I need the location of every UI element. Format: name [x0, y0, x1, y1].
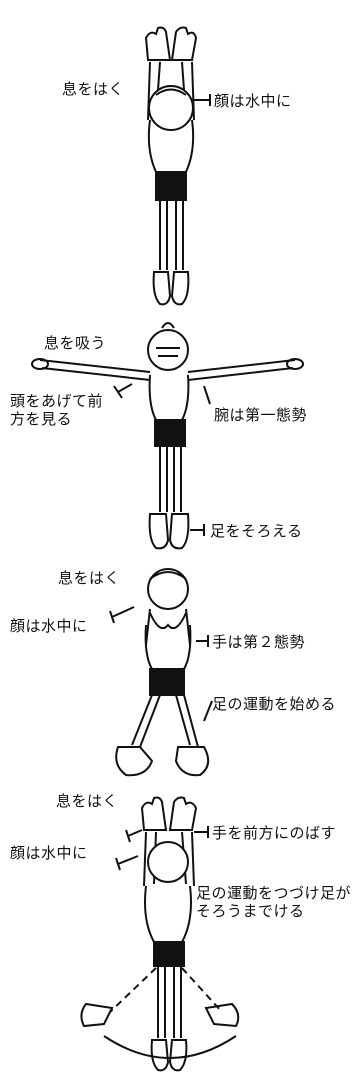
head — [147, 329, 189, 371]
panel-2: 息を吸う 頭をあげて前方を見る 腕は第一態勢 足をそろえる — [0, 320, 360, 565]
arms-label-2: 腕は第一態勢 — [214, 406, 308, 424]
left-arm — [39, 359, 151, 381]
breath-label-1: 息をはく — [62, 80, 125, 98]
left-hand — [140, 796, 168, 831]
shorts — [149, 668, 185, 696]
right-foot — [170, 271, 190, 306]
swimmer-figure-1 — [144, 26, 211, 306]
head — [147, 568, 189, 610]
breath-label-4: 息をはく — [56, 792, 119, 810]
swimmer-figure-4 — [80, 796, 240, 1072]
torso — [144, 624, 192, 670]
breath-label-3: 息をはく — [58, 569, 121, 587]
legs-label-4: 足の運動をつづけ足がそろうまでける — [196, 884, 352, 920]
head — [148, 85, 194, 131]
right-foot — [168, 1039, 188, 1072]
head — [147, 841, 189, 883]
face-label-3: 顔は水中に — [10, 617, 88, 635]
right-hand — [170, 26, 198, 61]
right-arm — [187, 359, 296, 381]
left-foot — [150, 1039, 170, 1072]
left-foot — [152, 271, 172, 306]
swimmer-figure-3 — [109, 568, 213, 777]
left-foot — [148, 513, 170, 550]
left-foot — [115, 746, 154, 777]
face-label-4: 顔は水中に — [10, 844, 88, 862]
breath-label-2: 息を吸う — [44, 334, 107, 352]
right-foot — [168, 513, 190, 550]
hands-label-4: 手を前方にのばす — [212, 824, 337, 842]
torso — [148, 374, 190, 421]
face-label-1: 顔は水中に — [214, 92, 292, 110]
head-label-2: 頭をあげて前方を見る — [10, 392, 104, 428]
shorts — [154, 419, 186, 447]
feet-label-2: 足をそろえる — [210, 522, 303, 540]
hands-label-3: 手は第２態勢 — [212, 633, 306, 651]
shorts — [153, 941, 185, 967]
torso — [144, 885, 192, 943]
panel-3: 息をはく 顔は水中に 手は第２態勢 足の運動を始める — [0, 565, 360, 790]
shorts — [155, 171, 187, 201]
swimmer-figure-2 — [31, 322, 304, 550]
left-hand — [144, 26, 172, 61]
hands — [149, 612, 187, 629]
legs-label-3: 足の運動を始める — [212, 695, 337, 713]
right-kick-foot — [204, 1002, 240, 1028]
panel-4: 息をはく 手を前方にのばす 顔は水中に 足の運動をつづけ足がそろうまでける — [0, 790, 360, 1075]
right-foot — [174, 746, 210, 777]
right-hand — [168, 796, 198, 831]
panel-1: 息をはく 顔は水中に — [0, 0, 360, 320]
left-kick-foot — [80, 1002, 114, 1028]
